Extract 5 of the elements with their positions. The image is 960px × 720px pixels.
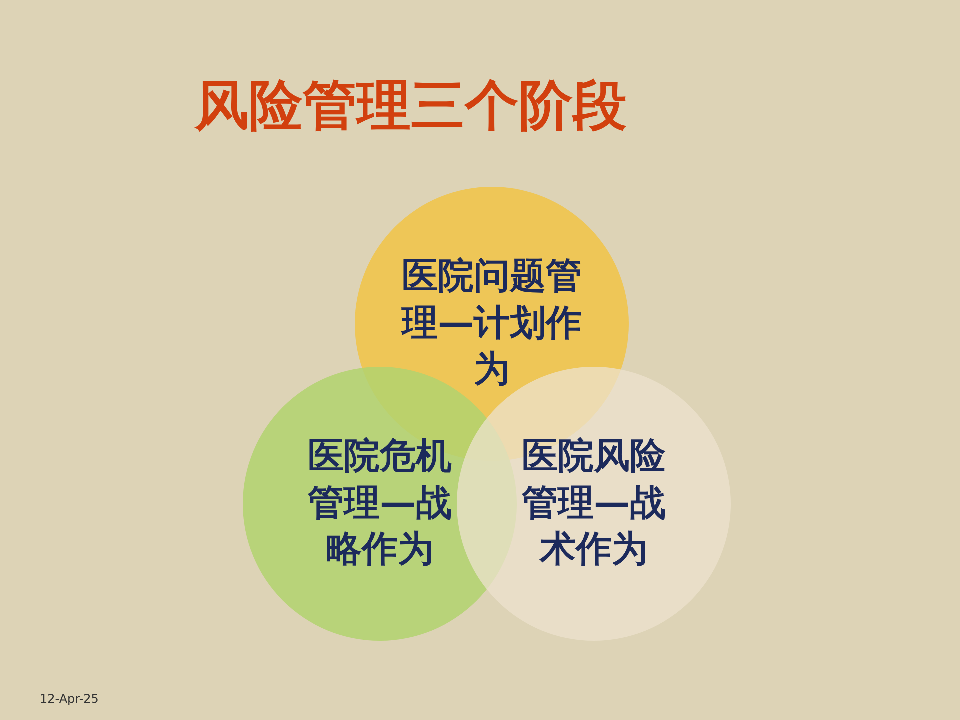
circle-label: 医院危机管理—战略作为 (307, 434, 453, 572)
circle-label: 医院风险管理—战术作为 (521, 434, 667, 572)
circle-label: 医院问题管理—计划作为 (400, 254, 583, 392)
date-text: 12-Apr-25 (40, 692, 99, 706)
title: 风险管理三个阶段 (195, 73, 627, 139)
